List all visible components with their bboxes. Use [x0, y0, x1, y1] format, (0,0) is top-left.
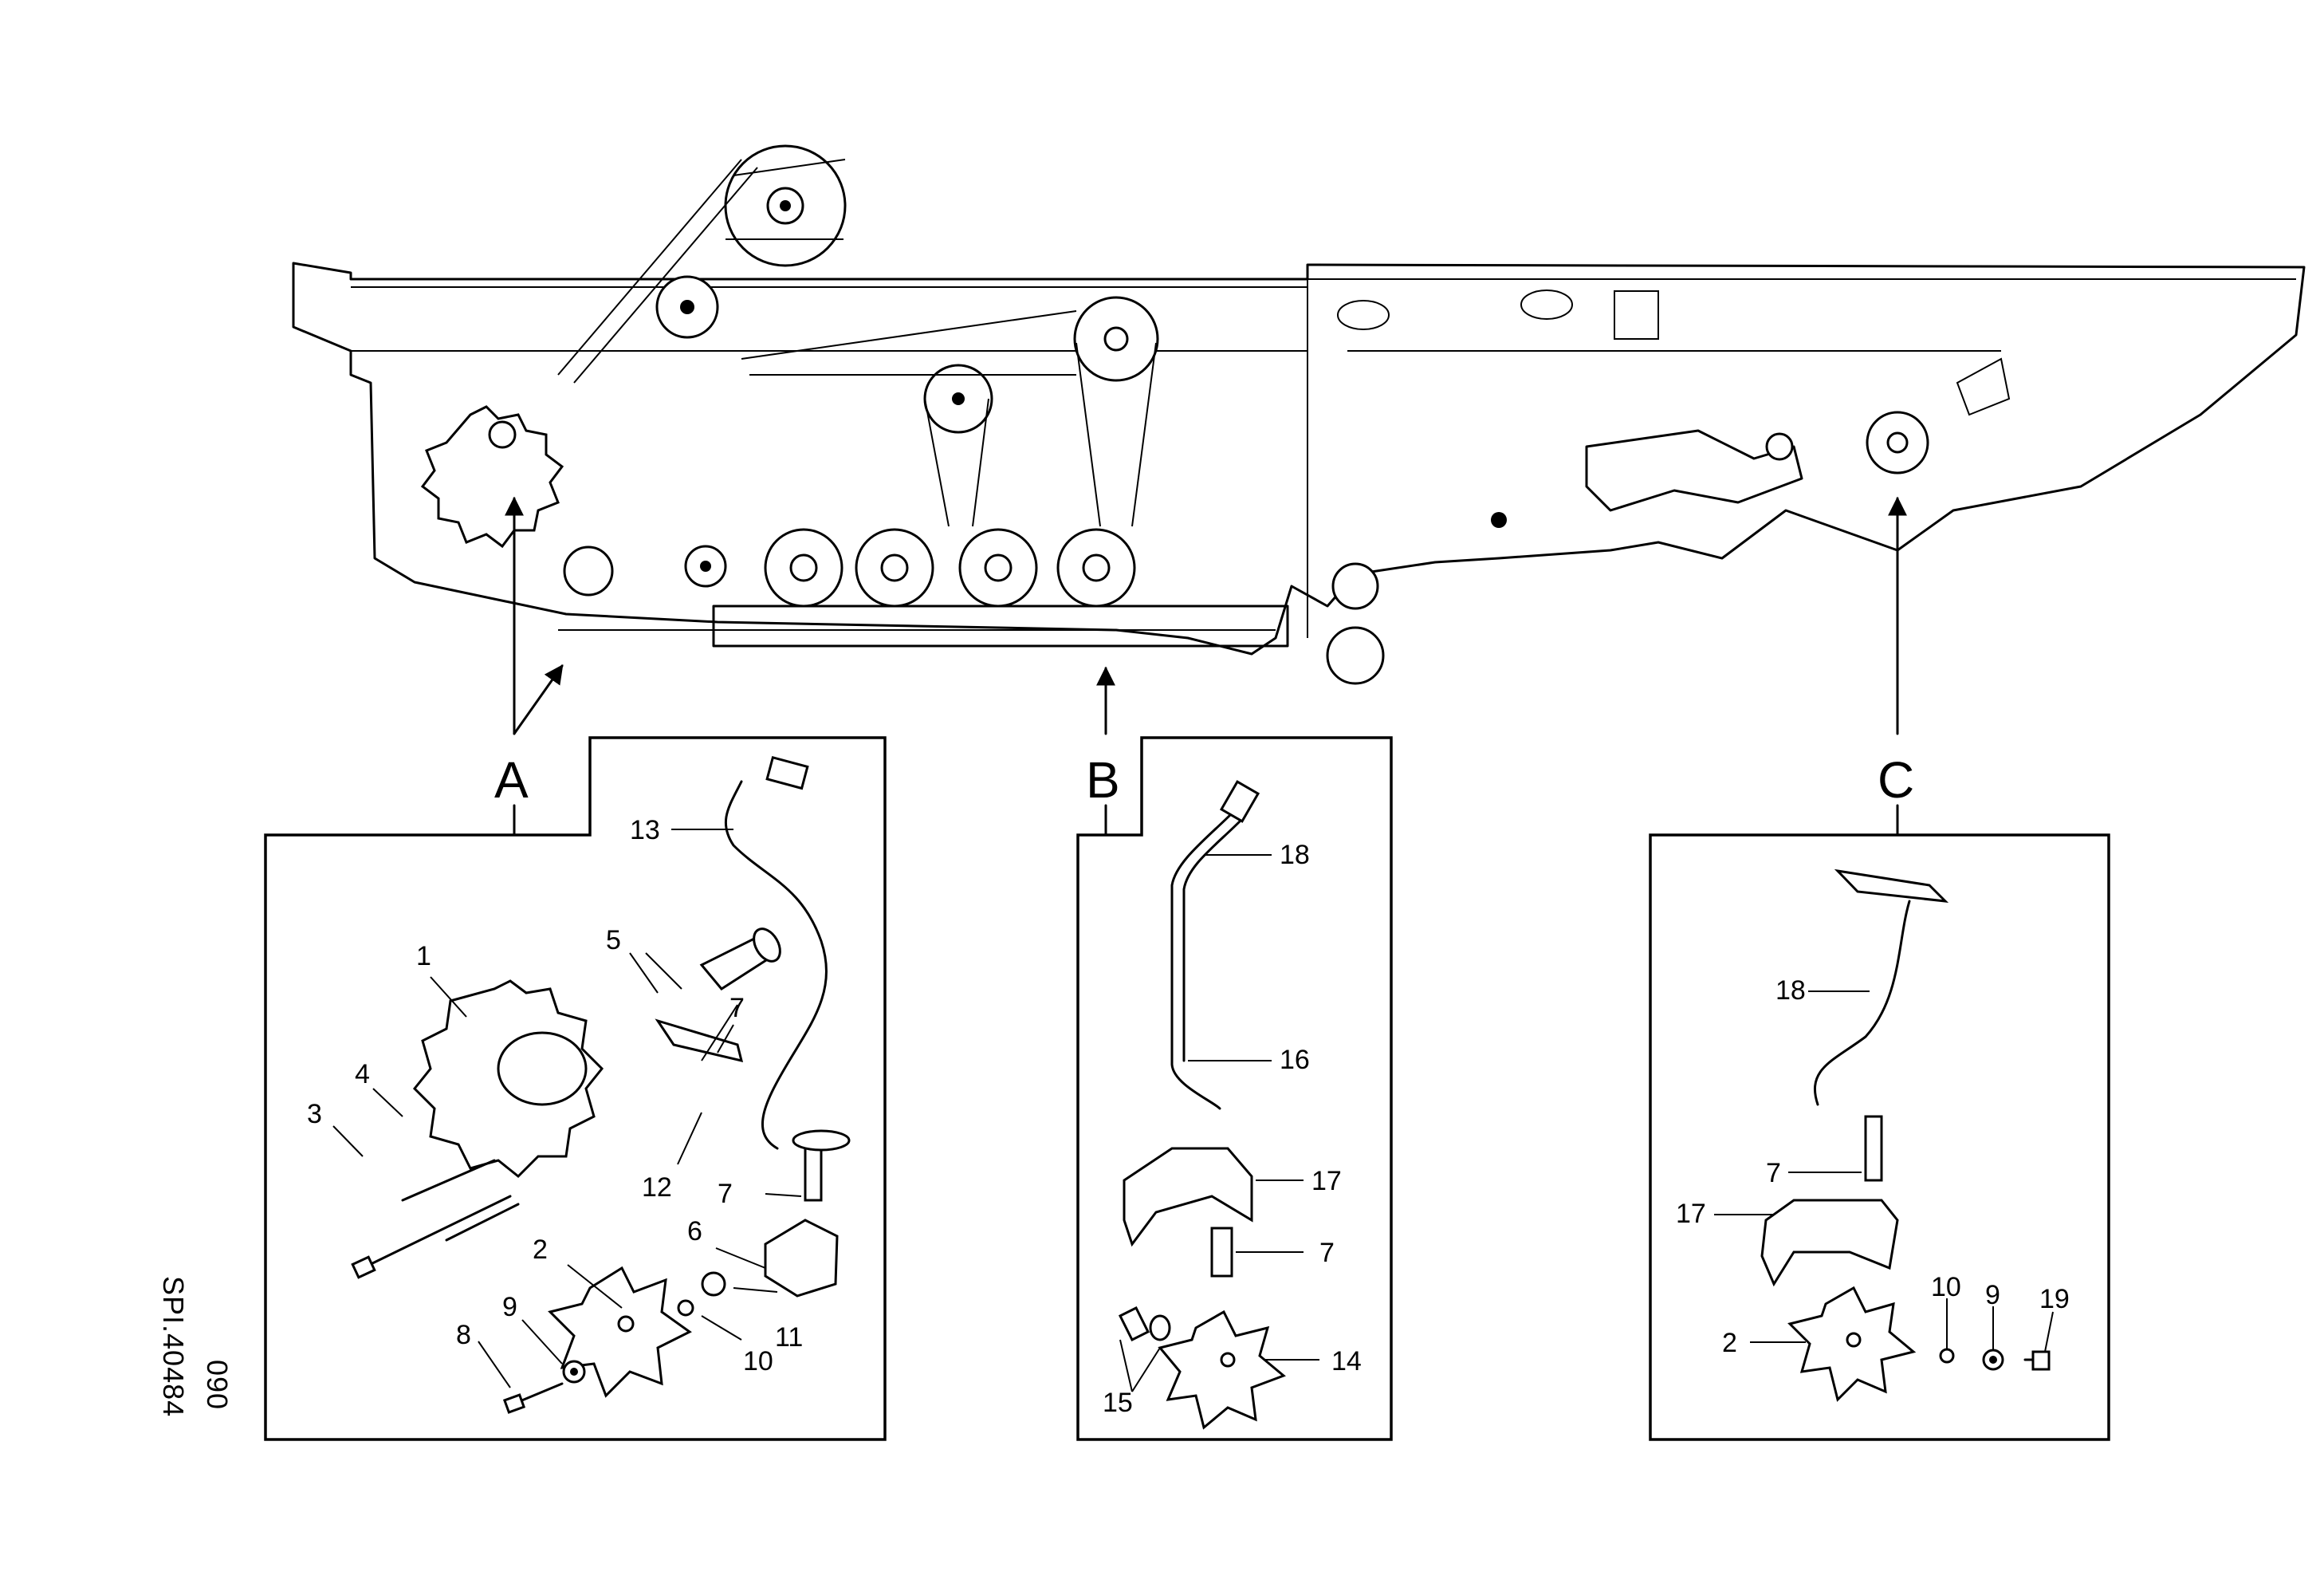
callout-a-6: 6	[687, 1216, 702, 1246]
callout-a-2: 2	[533, 1235, 548, 1265]
callout-c-18: 18	[1775, 975, 1806, 1006]
callout-a-4: 4	[355, 1059, 370, 1089]
callout-c-7: 7	[1766, 1158, 1781, 1188]
view-pointers	[505, 496, 1907, 735]
callout-b-7: 7	[1319, 1238, 1335, 1268]
callout-a-12: 12	[642, 1172, 672, 1203]
detail-view-a: A	[264, 736, 887, 1441]
mid-pulley-right	[1073, 296, 1159, 382]
tension-arm-pulley	[655, 275, 719, 339]
view-c-label: C	[1878, 751, 1914, 809]
callout-c-19: 19	[2039, 1284, 2070, 1314]
notched-wheel-part	[412, 979, 604, 1179]
view-a-label: A	[494, 751, 529, 809]
callout-b-15: 15	[1103, 1388, 1133, 1418]
detail-view-c: C 18 7 17 10 9 19 2	[1649, 751, 2110, 1441]
callout-b-18: 18	[1280, 840, 1310, 870]
callout-b-14: 14	[1331, 1346, 1362, 1376]
callout-a-9: 9	[502, 1292, 517, 1322]
drawing-reference-block: SPI.40484 090	[157, 1276, 234, 1417]
callout-a-7-upper: 7	[729, 993, 745, 1023]
callout-a-13: 13	[630, 815, 660, 845]
callout-a-5: 5	[606, 925, 621, 955]
callout-a-10: 10	[743, 1346, 773, 1376]
callout-a-1: 1	[416, 941, 431, 971]
callout-c-2: 2	[1722, 1328, 1737, 1358]
view-a-location-wheel	[420, 405, 564, 549]
detail-view-b: B 18 16 17 7 14 15	[1076, 736, 1393, 1441]
callout-a-7-lower: 7	[718, 1179, 733, 1209]
roller-row	[563, 528, 1136, 608]
reference-number: SPI.40484	[157, 1276, 190, 1417]
view-b-label: B	[1086, 751, 1120, 809]
callout-a-11: 11	[775, 1322, 803, 1353]
callout-b-17: 17	[1311, 1166, 1342, 1196]
callout-c-17: 17	[1676, 1199, 1706, 1229]
callout-a-3: 3	[307, 1099, 322, 1129]
view-c-location-wheel	[1866, 411, 1929, 475]
callout-c-10: 10	[1931, 1272, 1961, 1302]
callout-c-9: 9	[1985, 1280, 2000, 1310]
callout-a-8: 8	[456, 1320, 471, 1350]
upper-drive-pulley	[724, 144, 847, 267]
page-code: 090	[201, 1360, 234, 1410]
callout-b-16: 16	[1280, 1045, 1310, 1075]
machine-overview	[292, 144, 2306, 685]
